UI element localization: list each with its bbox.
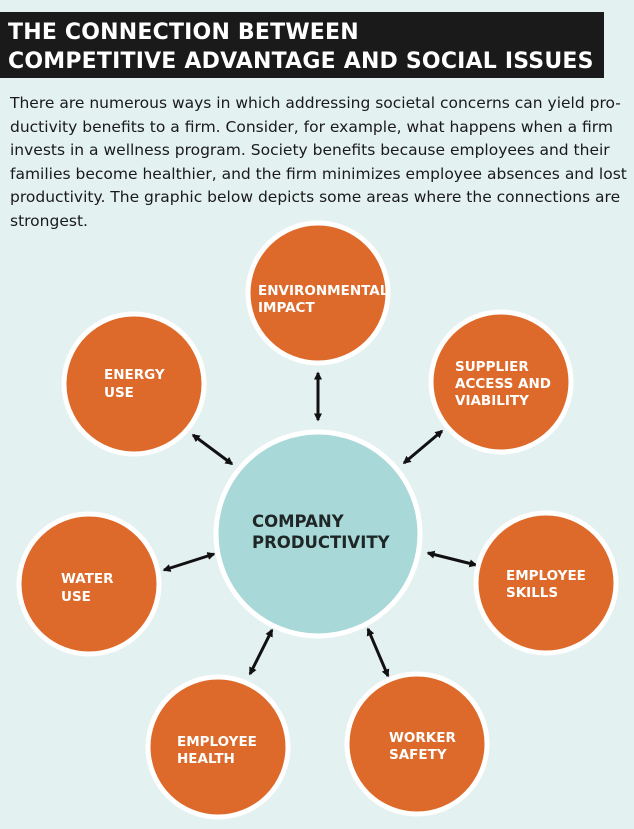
- intro-line: families become healthier, and the firm …: [10, 164, 627, 183]
- node-circle: [61, 311, 207, 457]
- node-label-line-2: USE: [61, 589, 91, 605]
- node-label-line-1: EMPLOYEE: [506, 568, 586, 584]
- node-label-line-3: VIABILITY: [455, 393, 529, 409]
- arrow-water: [162, 552, 216, 572]
- intro-line: strongest.: [10, 211, 88, 230]
- node-circle: [245, 220, 391, 366]
- node-label-line-1: ENVIRONMENTAL: [258, 283, 389, 299]
- node-label-line-2: SKILLS: [506, 585, 558, 601]
- node-worker-safety: WORKER SAFETY: [344, 671, 490, 817]
- node-label-line-1: WORKER: [389, 730, 456, 746]
- node-circle: [145, 674, 291, 820]
- node-label-line-1: ENERGY: [104, 367, 165, 383]
- arrow-health: [248, 628, 274, 676]
- node-circle: [344, 671, 490, 817]
- node-label-line-2: USE: [104, 385, 134, 401]
- center-circle: [213, 429, 423, 639]
- title-bar: THE CONNECTION BETWEEN COMPETITIVE ADVAN…: [0, 12, 604, 78]
- arrow-energy: [191, 433, 234, 466]
- title-line-1: THE CONNECTION BETWEEN: [8, 20, 359, 45]
- center-label-line-1: COMPANY: [252, 512, 345, 531]
- node-employee-skills: EMPLOYEE SKILLS: [473, 510, 619, 656]
- title-line-2: COMPETITIVE ADVANTAGE AND SOCIAL ISSUES: [8, 49, 594, 74]
- node-label-line-1: WATER: [61, 571, 114, 587]
- intro-line: ductivity benefits to a firm. Consider, …: [10, 117, 613, 136]
- node-label-line-2: ACCESS AND: [455, 376, 551, 392]
- node-label-line-1: SUPPLIER: [455, 359, 529, 375]
- node-supplier-access: SUPPLIER ACCESS AND VIABILITY: [428, 309, 574, 455]
- intro-line: invests in a wellness program. Society b…: [10, 141, 610, 159]
- intro-paragraph: There are numerous ways in which address…: [10, 92, 627, 233]
- intro-line: There are numerous ways in which address…: [10, 94, 621, 112]
- node-environmental-impact: ENVIRONMENTAL IMPACT: [245, 220, 391, 366]
- arrow-supplier: [402, 429, 444, 465]
- arrow-safety: [366, 627, 390, 678]
- center-node: COMPANY PRODUCTIVITY: [213, 429, 423, 639]
- arrow-skills: [426, 550, 478, 568]
- node-label-line-1: EMPLOYEE: [177, 734, 257, 750]
- node-energy-use: ENERGY USE: [61, 311, 207, 457]
- center-label-line-2: PRODUCTIVITY: [252, 533, 391, 552]
- node-label-line-2: HEALTH: [177, 751, 235, 767]
- node-employee-health: EMPLOYEE HEALTH: [145, 674, 291, 820]
- node-label-line-2: IMPACT: [258, 300, 315, 316]
- node-circle: [473, 510, 619, 656]
- node-circle: [16, 511, 162, 657]
- node-water-use: WATER USE: [16, 511, 162, 657]
- node-circle: [428, 309, 574, 455]
- intro-line: productivity. The graphic below depicts …: [10, 188, 621, 206]
- node-label-line-2: SAFETY: [389, 747, 447, 763]
